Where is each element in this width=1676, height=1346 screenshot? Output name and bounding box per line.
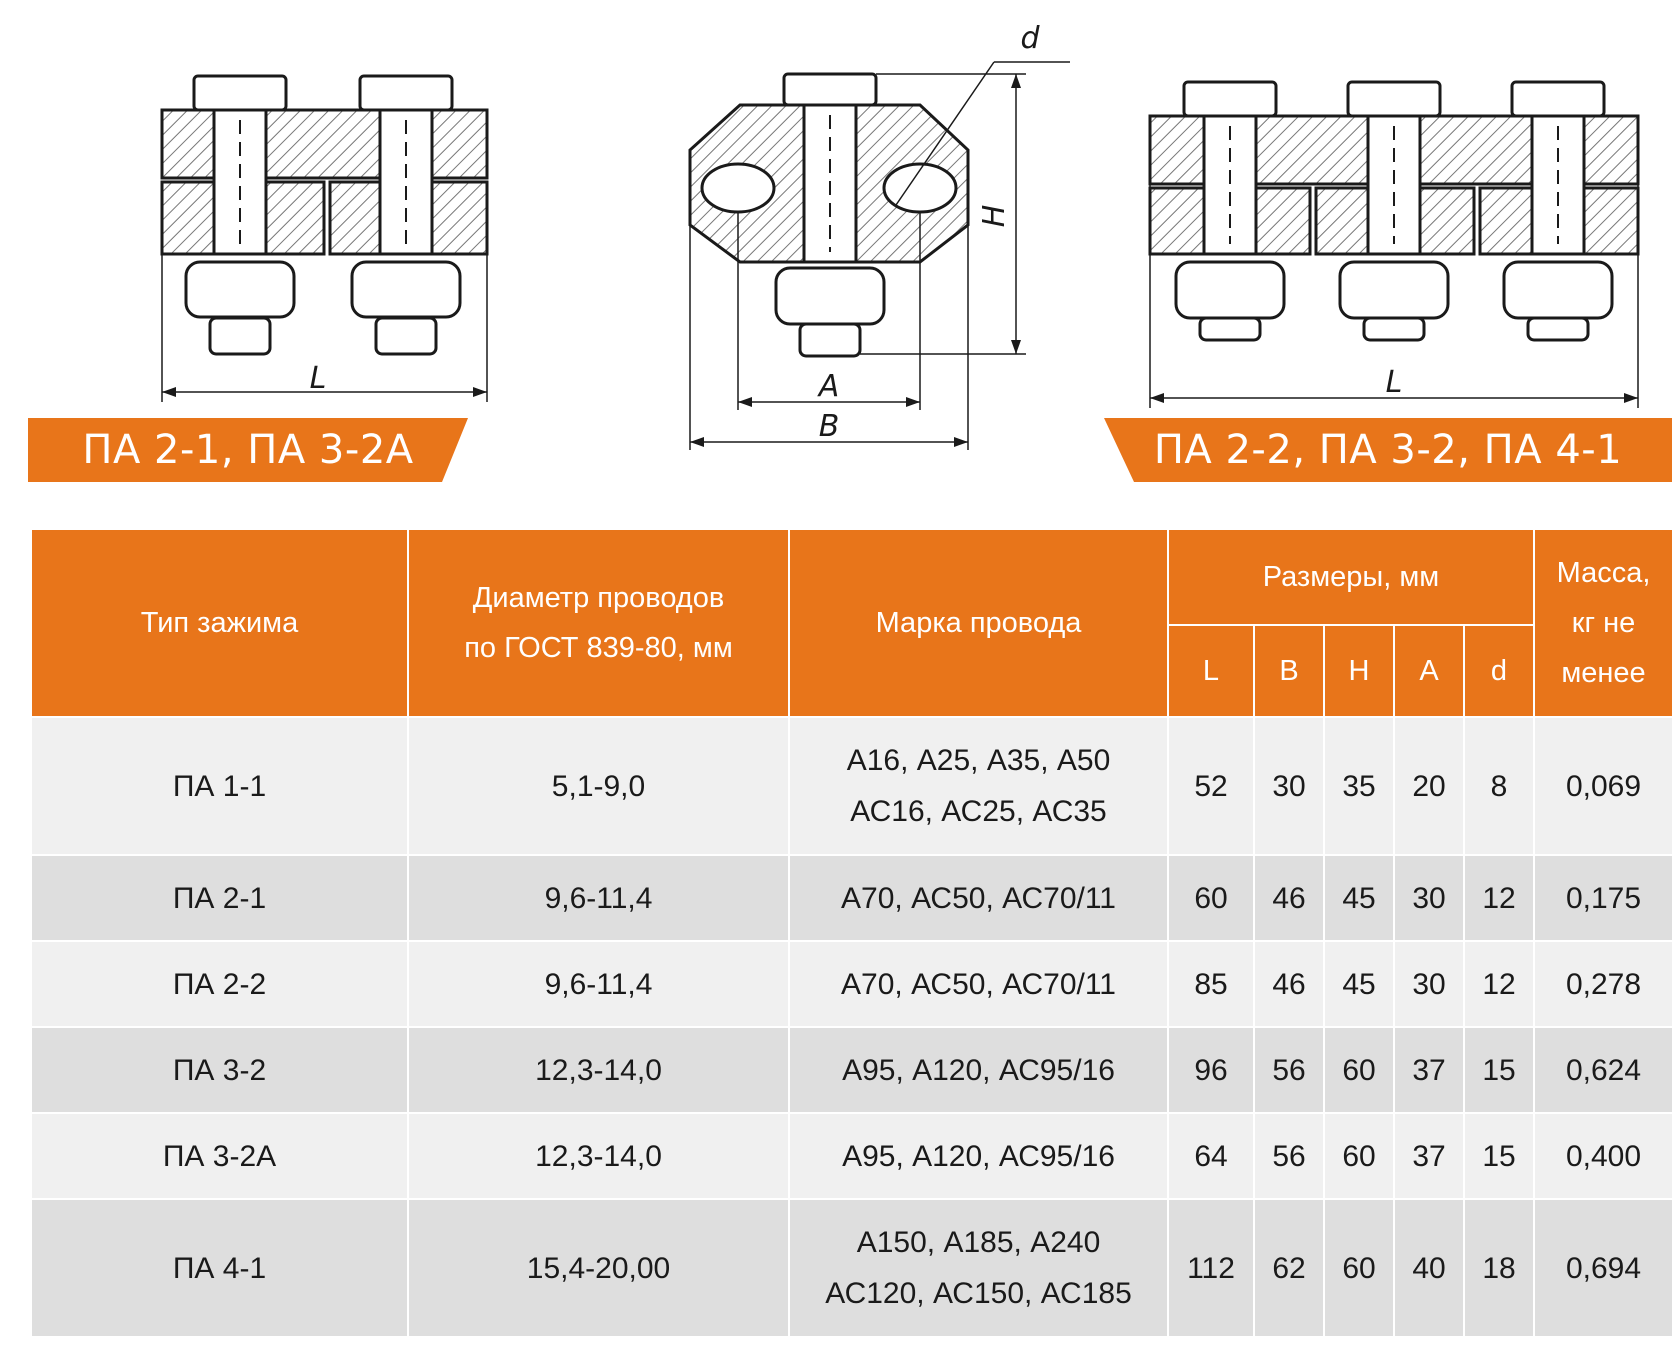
drawing-three-bolt-clamp [1148, 80, 1640, 408]
model-banner-right: ПА 2-2, ПА 3-2, ПА 4-1 [1104, 418, 1672, 482]
cell-type: ПА 3-2 [30, 1026, 409, 1114]
cell-a: 37 [1393, 1026, 1465, 1114]
header-mass: Масса, кг не менее [1533, 528, 1674, 718]
cell-brand-line2: АС16, АС25, АС35 [850, 795, 1107, 828]
cell-brand-line1: А150, А185, А240 [856, 1226, 1101, 1259]
table-row: ПА 2-2 9,6-11,4 А70, АС50, АС70/11 85 46… [30, 940, 1674, 1028]
drawing-cross-section [688, 61, 1070, 450]
cell-brand: А95, А120, АС95/16 [788, 1112, 1169, 1200]
dim-label-h: H [977, 205, 1012, 228]
cell-diameter: 9,6-11,4 [407, 940, 790, 1028]
drawing-two-bolt-clamp [160, 74, 489, 402]
header-b: B [1253, 624, 1325, 718]
cell-type: ПА 1-1 [30, 716, 409, 856]
cell-d: 8 [1463, 716, 1535, 856]
cell-brand: А70, АС50, АС70/11 [788, 854, 1169, 942]
cell-b: 56 [1253, 1026, 1325, 1114]
dim-label-l-left: L [310, 361, 327, 396]
cell-diameter: 9,6-11,4 [407, 854, 790, 942]
table-row: ПА 3-2 12,3-14,0 А95, А120, АС95/16 96 5… [30, 1026, 1674, 1114]
cell-b: 62 [1253, 1198, 1325, 1338]
header-d: d [1463, 624, 1535, 718]
technical-drawings: L d H A B [160, 21, 1640, 450]
cell-d: 12 [1463, 854, 1535, 942]
table-row: ПА 4-1 15,4-20,00 А150, А185, А240 АС120… [30, 1198, 1674, 1338]
cell-mass: 0,694 [1533, 1198, 1674, 1338]
header-type: Тип зажима [30, 528, 409, 718]
cell-l: 112 [1167, 1198, 1255, 1338]
banner-shape [1104, 418, 1672, 482]
header-h: H [1323, 624, 1395, 718]
cell-brand-line1: А16, А25, А35, А50 [846, 744, 1111, 777]
cell-h: 60 [1323, 1198, 1395, 1338]
cell-a: 30 [1393, 940, 1465, 1028]
cell-mass: 0,624 [1533, 1026, 1674, 1114]
dim-label-l-right: L [1386, 365, 1403, 400]
cell-d: 15 [1463, 1112, 1535, 1200]
cell-brand: А95, А120, АС95/16 [788, 1026, 1169, 1114]
header-mass-line1: Масса, [1556, 557, 1651, 589]
cell-a: 30 [1393, 854, 1465, 942]
header-l: L [1167, 624, 1255, 718]
cell-b: 46 [1253, 940, 1325, 1028]
cell-mass: 0,069 [1533, 716, 1674, 856]
cell-diameter: 12,3-14,0 [407, 1112, 790, 1200]
cell-diameter: 12,3-14,0 [407, 1026, 790, 1114]
header-mass-line3: менее [1561, 657, 1646, 689]
cell-type: ПА 2-1 [30, 854, 409, 942]
cell-b: 30 [1253, 716, 1325, 856]
cell-brand-line2: АС120, АС150, АС185 [825, 1277, 1132, 1310]
cell-type: ПА 2-2 [30, 940, 409, 1028]
cell-diameter: 15,4-20,00 [407, 1198, 790, 1338]
cell-b: 56 [1253, 1112, 1325, 1200]
header-diameter-line2: по ГОСТ 839-80, мм [464, 632, 733, 664]
spec-table: Тип зажима Диаметр проводов по ГОСТ 839-… [30, 528, 1674, 1338]
cell-type: ПА 4-1 [30, 1198, 409, 1338]
cell-a: 20 [1393, 716, 1465, 856]
model-banner-left: ПА 2-1, ПА 3-2А [28, 418, 468, 482]
header-mass-line2: кг не [1571, 607, 1636, 639]
cell-a: 40 [1393, 1198, 1465, 1338]
cell-l: 64 [1167, 1112, 1255, 1200]
cell-l: 52 [1167, 716, 1255, 856]
cell-brand: А16, А25, А35, А50 АС16, АС25, АС35 [788, 716, 1169, 856]
banner-shape [28, 418, 468, 482]
header-brand: Марка провода [788, 528, 1169, 718]
dim-label-b: B [819, 409, 840, 444]
dim-label-a: A [817, 369, 840, 404]
header-sizes: Размеры, мм [1167, 528, 1535, 626]
cell-h: 45 [1323, 854, 1395, 942]
table-row: ПА 3-2А 12,3-14,0 А95, А120, АС95/16 64 … [30, 1112, 1674, 1200]
cell-l: 96 [1167, 1026, 1255, 1114]
cell-h: 60 [1323, 1112, 1395, 1200]
cell-type: ПА 3-2А [30, 1112, 409, 1200]
cell-mass: 0,278 [1533, 940, 1674, 1028]
dim-label-d: d [1020, 21, 1040, 56]
cell-b: 46 [1253, 854, 1325, 942]
table-row: ПА 1-1 5,1-9,0 А16, А25, А35, А50 АС16, … [30, 716, 1674, 856]
cell-mass: 0,400 [1533, 1112, 1674, 1200]
cell-l: 85 [1167, 940, 1255, 1028]
cell-brand: А70, АС50, АС70/11 [788, 940, 1169, 1028]
header-diameter: Диаметр проводов по ГОСТ 839-80, мм [407, 528, 790, 718]
banner-right-text: ПА 2-2, ПА 3-2, ПА 4-1 [1153, 427, 1623, 473]
header-a: A [1393, 624, 1465, 718]
table-row: ПА 2-1 9,6-11,4 А70, АС50, АС70/11 60 46… [30, 854, 1674, 942]
cell-h: 35 [1323, 716, 1395, 856]
cell-brand: А150, А185, А240 АС120, АС150, АС185 [788, 1198, 1169, 1338]
banner-left-text: ПА 2-1, ПА 3-2А [82, 427, 414, 473]
cell-d: 12 [1463, 940, 1535, 1028]
cell-a: 37 [1393, 1112, 1465, 1200]
cell-h: 60 [1323, 1026, 1395, 1114]
cell-diameter: 5,1-9,0 [407, 716, 790, 856]
cell-l: 60 [1167, 854, 1255, 942]
header-diameter-line1: Диаметр проводов [472, 582, 725, 614]
cell-mass: 0,175 [1533, 854, 1674, 942]
cell-h: 45 [1323, 940, 1395, 1028]
cell-d: 15 [1463, 1026, 1535, 1114]
cell-d: 18 [1463, 1198, 1535, 1338]
